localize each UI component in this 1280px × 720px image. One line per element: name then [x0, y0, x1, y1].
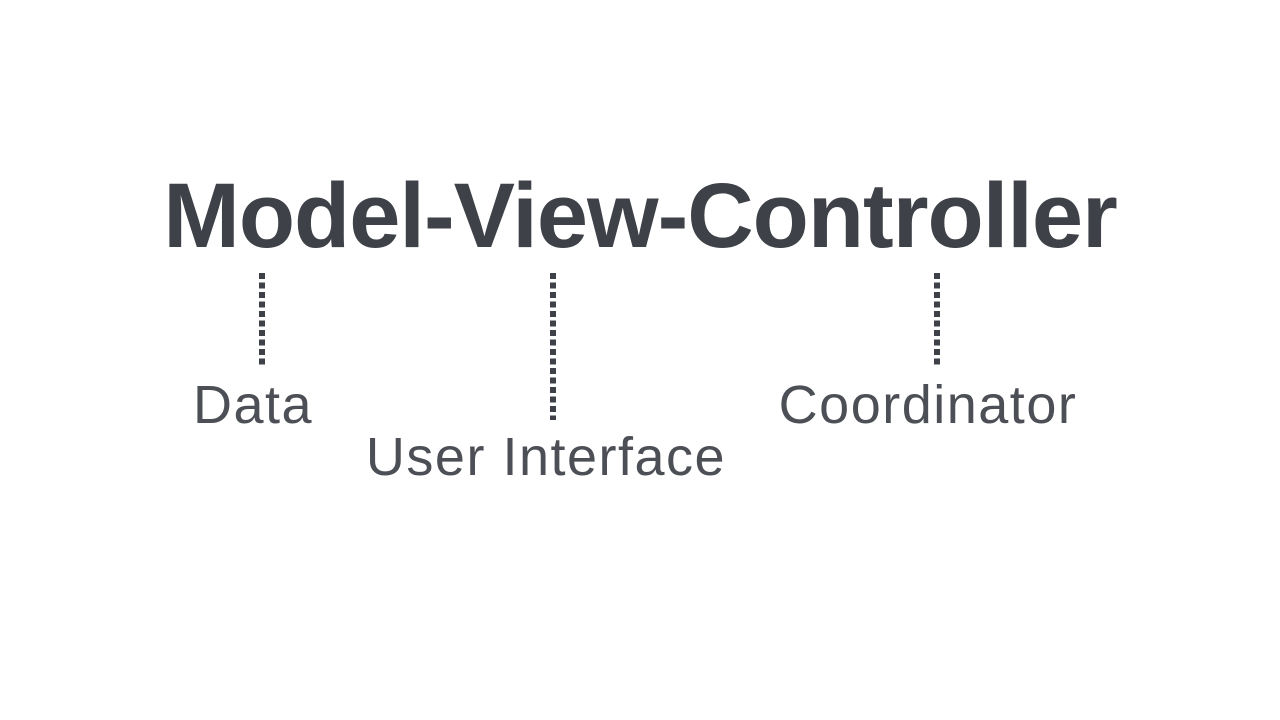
view-annotation-label: User Interface — [365, 427, 727, 487]
model-connector-dotted-line — [259, 273, 265, 368]
view-connector-dotted-line — [550, 273, 556, 420]
controller-annotation-label: Coordinator — [778, 375, 1078, 435]
page-title: Model-View-Controller — [163, 165, 1118, 267]
controller-connector-dotted-line — [934, 273, 940, 368]
model-annotation-label: Data — [192, 375, 314, 435]
